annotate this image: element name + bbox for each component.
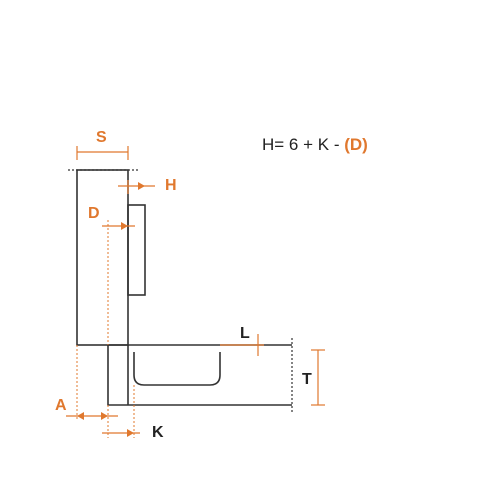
dim-h-arrow xyxy=(138,182,145,190)
label-t: T xyxy=(302,371,312,388)
label-a: A xyxy=(55,397,67,414)
label-l: L xyxy=(240,325,250,342)
label-k: K xyxy=(152,424,164,441)
dim-d-arrow xyxy=(121,222,128,230)
side-panel xyxy=(76,169,129,346)
dim-a-arrow-left xyxy=(77,412,84,420)
formula: H= 6 + K - (D) xyxy=(262,135,368,154)
formula-prefix: H= 6 + K - xyxy=(262,135,344,154)
dim-k-arrow-right xyxy=(127,429,134,437)
mounting-plate xyxy=(127,204,146,296)
label-s: S xyxy=(96,129,107,146)
door-panel xyxy=(107,344,292,406)
dim-a-arrow-right xyxy=(101,412,108,420)
label-h: H xyxy=(165,177,177,194)
formula-accent: (D) xyxy=(344,135,368,154)
label-d: D xyxy=(88,205,100,222)
hinge-cup xyxy=(133,352,221,386)
